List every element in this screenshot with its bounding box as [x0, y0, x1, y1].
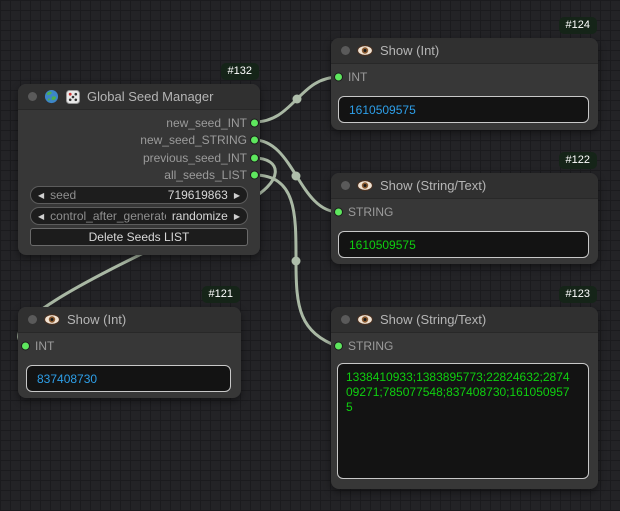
- node-title: Show (Int): [380, 43, 440, 58]
- node-show-string-123[interactable]: #123 Show (String/Text) STRING 133841093…: [331, 286, 598, 489]
- collapse-dot[interactable]: [341, 181, 350, 190]
- collapse-dot[interactable]: [341, 315, 350, 324]
- int-value-field[interactable]: 837408730: [26, 365, 231, 392]
- increment-arrow-icon[interactable]: ▶: [233, 190, 240, 200]
- input-row: STRING: [331, 203, 598, 221]
- node-global-seed-manager[interactable]: #132 Global Seed Manager new_seed_INT ne…: [18, 63, 260, 255]
- node-id-badge: #121: [201, 286, 240, 303]
- output-row: new_seed_STRING: [18, 132, 260, 150]
- node-title: Global Seed Manager: [87, 89, 214, 104]
- string-value-textarea[interactable]: 1338410933;1383895773;22824632;287409271…: [337, 363, 589, 479]
- input-row: INT: [331, 68, 598, 86]
- widget-value[interactable]: 719619863: [167, 188, 228, 202]
- node-titlebar[interactable]: Show (String/Text): [331, 307, 598, 333]
- input-slot-string[interactable]: [334, 341, 343, 351]
- widget-value[interactable]: randomize: [171, 209, 228, 223]
- output-slot-previous-seed-int[interactable]: [250, 153, 259, 163]
- collapse-dot[interactable]: [341, 46, 350, 55]
- output-row: new_seed_INT: [18, 114, 260, 132]
- output-label: new_seed_STRING: [140, 133, 247, 148]
- input-label: STRING: [348, 338, 394, 353]
- input-slot-int[interactable]: [21, 341, 30, 351]
- node-id-badge: #124: [558, 17, 597, 34]
- output-slot-all-seeds-list[interactable]: [250, 170, 259, 180]
- widget-label: control_after_generate: [50, 209, 166, 223]
- node-show-int-121[interactable]: #121 Show (Int) INT 837408730: [18, 286, 241, 398]
- int-value-field[interactable]: 1610509575: [338, 96, 589, 123]
- collapse-dot[interactable]: [28, 92, 37, 101]
- node-titlebar[interactable]: Show (Int): [331, 38, 598, 64]
- input-label: STRING: [348, 204, 394, 219]
- input-label: INT: [348, 69, 368, 84]
- delete-seeds-list-button[interactable]: Delete Seeds LIST: [30, 228, 248, 246]
- globe-icon: [44, 89, 59, 104]
- output-label: previous_seed_INT: [142, 150, 247, 165]
- decrement-arrow-icon[interactable]: ◀: [38, 190, 45, 200]
- input-slot-string[interactable]: [334, 207, 343, 217]
- input-label: INT: [35, 338, 55, 353]
- node-titlebar[interactable]: Global Seed Manager: [18, 84, 260, 110]
- output-label: all_seeds_LIST: [164, 168, 247, 183]
- eye-icon: [357, 314, 373, 325]
- node-title: Show (Int): [67, 312, 127, 327]
- collapse-dot[interactable]: [28, 315, 37, 324]
- die-icon: [66, 89, 80, 104]
- output-slot-new-seed-int[interactable]: [250, 118, 259, 128]
- wire-midpoint-dot: [291, 256, 301, 266]
- node-id-badge: #123: [558, 286, 597, 303]
- wire-midpoint-dot: [291, 171, 301, 181]
- seed-number-widget[interactable]: ◀ seed 719619863 ▶: [30, 186, 248, 204]
- node-title: Show (String/Text): [380, 178, 487, 193]
- node-titlebar[interactable]: Show (Int): [18, 307, 241, 333]
- input-slot-int[interactable]: [334, 72, 343, 82]
- eye-icon: [357, 180, 373, 191]
- input-row: STRING: [331, 337, 598, 355]
- output-row: previous_seed_INT: [18, 149, 260, 167]
- output-slot-new-seed-string[interactable]: [250, 135, 259, 145]
- input-row: INT: [18, 337, 241, 355]
- node-show-string-122[interactable]: #122 Show (String/Text) STRING 161050957…: [331, 152, 598, 264]
- node-id-badge: #122: [558, 152, 597, 169]
- node-id-badge: #132: [220, 63, 259, 80]
- eye-icon: [357, 45, 373, 56]
- node-show-int-124[interactable]: #124 Show (Int) INT 1610509575: [331, 17, 598, 130]
- widget-label: seed: [50, 188, 77, 202]
- prev-option-arrow-icon[interactable]: ◀: [38, 211, 45, 221]
- next-option-arrow-icon[interactable]: ▶: [233, 211, 240, 221]
- output-label: new_seed_INT: [166, 115, 247, 130]
- control-after-generate-combo-widget[interactable]: ◀ control_after_generate randomize ▶: [30, 207, 248, 225]
- string-value-field[interactable]: 1610509575: [338, 231, 589, 258]
- node-titlebar[interactable]: Show (String/Text): [331, 173, 598, 199]
- eye-icon: [44, 314, 60, 325]
- wire-midpoint-dot: [292, 94, 302, 104]
- output-row: all_seeds_LIST: [18, 167, 260, 185]
- node-title: Show (String/Text): [380, 312, 487, 327]
